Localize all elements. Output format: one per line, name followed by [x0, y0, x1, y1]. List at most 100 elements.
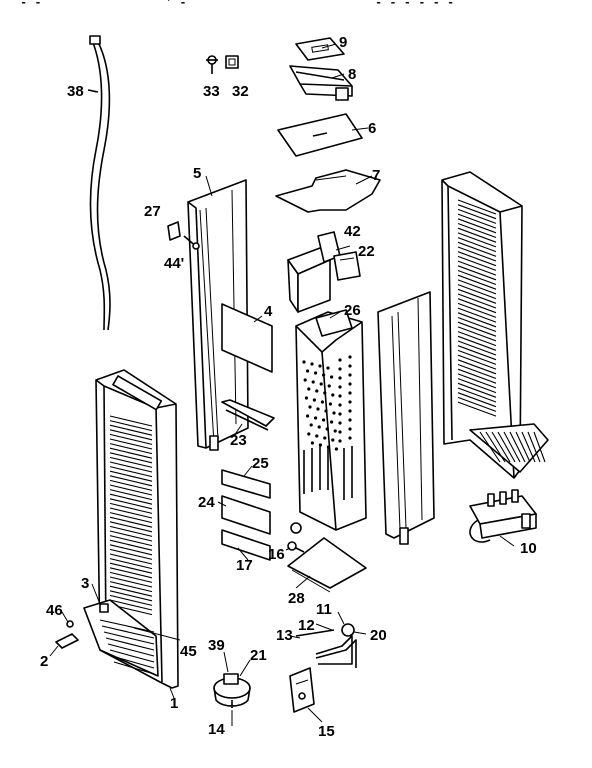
- front-louver-slat: [109, 585, 153, 597]
- label-23: 23: [230, 432, 247, 449]
- part-10-bracket-assembly: [469, 489, 537, 543]
- rear-louver-slat: [457, 302, 497, 318]
- grill-slat: [99, 619, 155, 633]
- rear-louver-slat: [457, 213, 497, 229]
- label-25: 25: [252, 455, 269, 472]
- part-33-screw: [206, 55, 218, 74]
- label-7: 7: [372, 167, 380, 184]
- front-louver-slat: [109, 571, 153, 583]
- rear-louver-slat: [457, 373, 497, 389]
- rear-louver-slat: [457, 298, 497, 314]
- part-23-bracket: [221, 399, 275, 431]
- grate-bar: [515, 431, 531, 463]
- part-labels: 38 33 32 9 8 6 7 5 27 44' 42 22 4 26 23 …: [40, 34, 537, 740]
- rear-louver-slat: [457, 293, 497, 309]
- exchanger-hole: [307, 432, 311, 436]
- exchanger-hole: [348, 400, 352, 404]
- exchanger-hole: [303, 378, 307, 382]
- grate-bar: [485, 431, 506, 463]
- front-louver-slat: [109, 456, 153, 468]
- exchanger-hole: [333, 429, 337, 433]
- grill-slat: [105, 637, 155, 651]
- rear-louver-slat: [457, 363, 497, 380]
- grill-slat: [101, 625, 155, 639]
- exchanger-hole: [338, 358, 342, 362]
- front-louver-slat: [109, 539, 153, 551]
- exchanger-hole: [334, 447, 338, 451]
- front-grill: [99, 619, 155, 675]
- exchanger-hole: [330, 375, 334, 379]
- rear-louver-slat: [457, 284, 497, 300]
- part-27-clip: [167, 221, 181, 241]
- grill-slat: [103, 631, 155, 645]
- rear-louver-slat: [457, 199, 497, 215]
- label-16: 16: [268, 546, 285, 563]
- rear-louver-slat: [457, 326, 497, 342]
- label-15: 15: [318, 723, 335, 740]
- part-2-knob: [55, 633, 79, 649]
- exchanger-hole: [320, 400, 324, 404]
- exchanger-hole: [322, 418, 326, 422]
- front-louver-slat: [109, 562, 153, 574]
- label-39: 39: [208, 637, 225, 654]
- label-22: 22: [358, 243, 375, 260]
- rear-louver-slat: [457, 349, 497, 365]
- label-33: 33: [203, 83, 220, 100]
- grill-slat: [113, 661, 155, 675]
- label-8: 8: [348, 66, 356, 83]
- exchanger-hole: [348, 418, 352, 422]
- rear-louver-slat: [457, 387, 497, 403]
- front-louver-slat: [109, 594, 153, 606]
- rear-louver-slat: [457, 345, 497, 361]
- rear-louver-slat: [457, 208, 497, 224]
- label-12: 12: [298, 617, 315, 634]
- rear-louver-slat: [457, 279, 497, 295]
- exchanger-hole: [338, 421, 342, 425]
- grate-bar: [527, 431, 541, 463]
- label-24: 24: [198, 494, 215, 511]
- rear-louver-slat: [457, 232, 497, 248]
- exchanger-hole: [306, 414, 310, 418]
- part-9-plate: [295, 37, 345, 61]
- rear-louvers: [457, 199, 497, 417]
- exchanger-hole: [306, 369, 310, 373]
- front-louver-slat: [109, 461, 153, 473]
- front-louver-slat: [109, 535, 153, 547]
- part-15-bracket: [289, 667, 315, 713]
- front-louver-slat: [109, 443, 153, 455]
- front-louver-slat: [109, 489, 153, 501]
- exchanger-hole: [338, 439, 342, 443]
- rear-louver-slat: [457, 255, 497, 271]
- front-louver-slat: [109, 438, 153, 450]
- rear-louver-slat: [457, 340, 497, 356]
- part-6-top-panel: [277, 113, 363, 157]
- exchanger-hole: [323, 436, 327, 440]
- header-fragment-left: - -: [20, 0, 42, 10]
- label-1: 1: [170, 695, 178, 712]
- front-louver-slat: [109, 493, 153, 505]
- label-26: 26: [344, 302, 361, 319]
- grate-bar: [497, 431, 516, 463]
- label-13: 13: [276, 627, 293, 644]
- front-louver-slat: [109, 525, 153, 537]
- front-louver-slat: [109, 479, 153, 491]
- exchanger-hole: [322, 373, 326, 377]
- label-10: 10: [520, 540, 537, 557]
- front-louver-slat: [109, 576, 153, 588]
- front-louver-slat: [109, 447, 153, 459]
- grill-slat: [107, 643, 155, 657]
- exchanger-hole: [327, 384, 331, 388]
- front-louver-slat: [109, 466, 153, 478]
- front-louvers: [109, 415, 153, 616]
- label-4: 4: [264, 303, 273, 320]
- part-46-screw: [66, 620, 74, 628]
- part-17-plate: [221, 529, 271, 561]
- part-28-bottom-tray: [287, 537, 367, 593]
- exchanger-hole: [304, 396, 308, 400]
- front-louver-slat: [109, 420, 153, 432]
- label-20: 20: [370, 627, 387, 644]
- front-louver-slat: [109, 502, 153, 514]
- exchanger-hole: [348, 373, 352, 377]
- rear-louver-slat: [457, 241, 497, 257]
